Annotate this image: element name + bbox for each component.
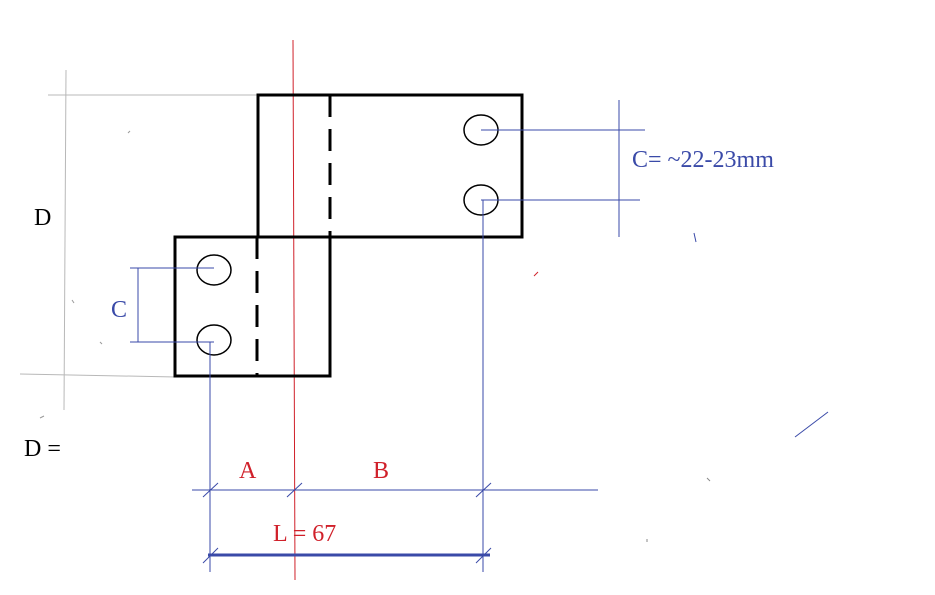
lower-plate (173, 235, 332, 378)
stray-mark-8 (39, 415, 45, 419)
label-d-top: D (34, 205, 52, 231)
label-b: B (373, 458, 390, 484)
holes (196, 114, 499, 356)
dimension-lines (130, 100, 645, 572)
label-d-equals: D = (24, 436, 61, 462)
dim-ab-tick-right (475, 482, 492, 498)
center-line (292, 39, 296, 581)
label-c-right: C= ~22-23mm (632, 147, 774, 173)
label-c-left: C (111, 297, 128, 323)
guide-line-left (63, 69, 67, 411)
hole-lower-bottom (196, 324, 232, 356)
dim-ab-tick-center (286, 482, 303, 498)
hole-lower-top (196, 254, 232, 286)
stray-mark-2 (693, 232, 697, 243)
dim-ab-tick-left (202, 482, 219, 498)
stray-mark-4 (706, 477, 711, 482)
stray-marks (39, 130, 829, 542)
stray-mark-7 (99, 341, 103, 345)
stray-mark-5 (127, 130, 131, 134)
lower-plate-outline (173, 235, 332, 378)
label-a: A (239, 458, 257, 484)
stray-mark-6 (71, 299, 75, 304)
guide-line-bottom (19, 373, 177, 378)
label-l: L = 67 (273, 521, 337, 547)
stray-mark-3 (533, 271, 539, 277)
guide-lines (19, 69, 258, 411)
upper-plate (256, 93, 524, 239)
stray-mark-1 (794, 411, 829, 438)
